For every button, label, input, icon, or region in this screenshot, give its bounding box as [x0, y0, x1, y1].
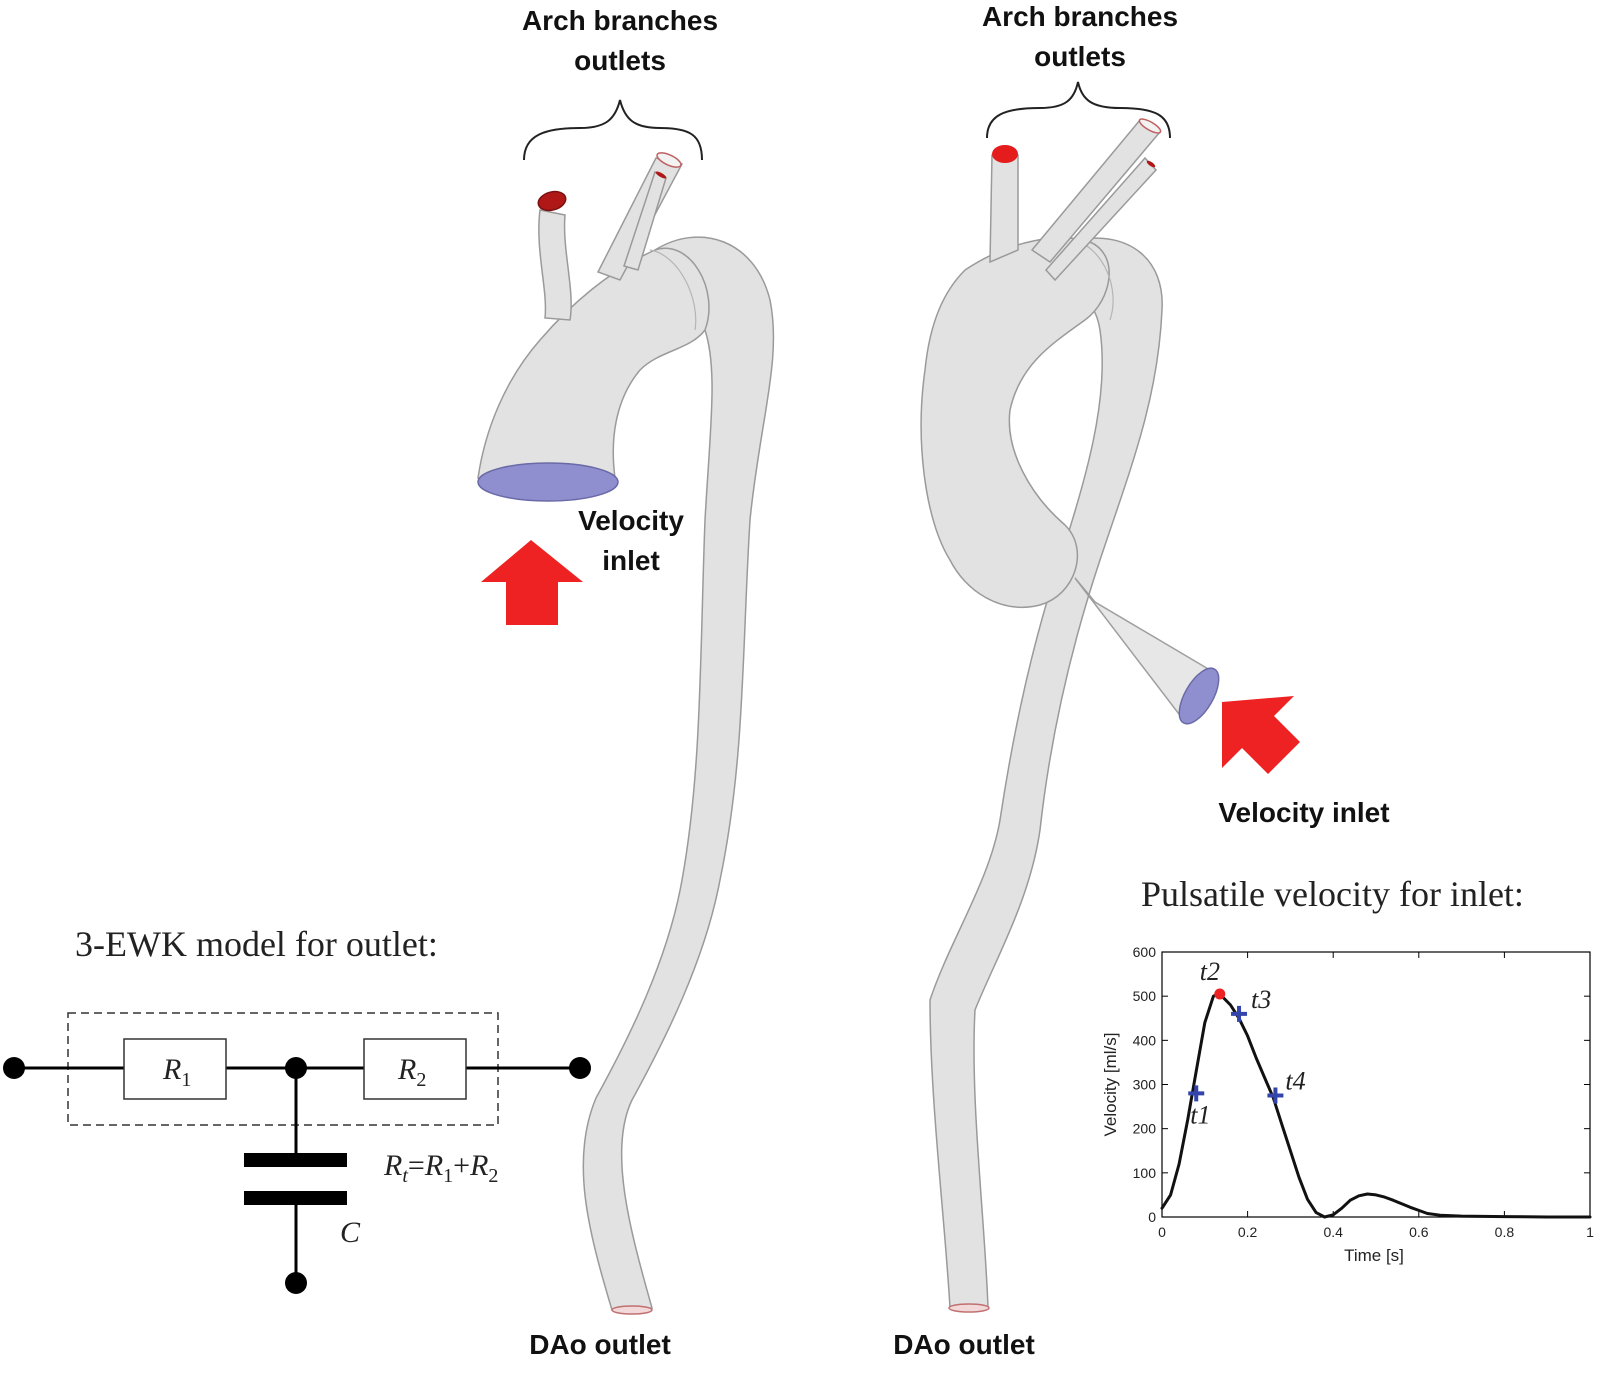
left-outlet-red-2 [656, 152, 682, 168]
left-ascending-aorta [477, 247, 710, 490]
terminal-right [569, 1057, 591, 1079]
terminal-left [3, 1057, 25, 1079]
left-outlet-red-1 [537, 190, 567, 212]
resistor-r1-label: R1 [162, 1053, 191, 1091]
chart-heading: Pulsatile velocity for inlet: [1141, 874, 1524, 914]
right-inlet-blue [1178, 667, 1220, 725]
right-outlet-red-1 [992, 145, 1018, 163]
marker-t4-cross [1267, 1087, 1284, 1104]
right-aorta-model [920, 118, 1220, 1313]
left-inlet-blue [477, 462, 619, 502]
capacitor-label: C [340, 1216, 361, 1249]
x-tick-label: 0.6 [1409, 1224, 1429, 1240]
left-dao-outlet [611, 1305, 653, 1315]
marker-t3-cross [1231, 1005, 1248, 1022]
y-tick-label: 400 [1133, 1032, 1157, 1048]
left-inlet-arrow [481, 540, 583, 625]
velocity-curve [1160, 992, 1592, 1219]
capacitor-plate-top [244, 1153, 347, 1167]
right-branch-1 [989, 154, 1019, 264]
left-aorta-model [477, 152, 775, 1315]
marker-t3-label: t3 [1251, 985, 1271, 1014]
y-tick-label: 0 [1148, 1209, 1156, 1225]
resistance-equation: Rt=R1+R2 [383, 1149, 498, 1187]
right-dao-outlet [948, 1303, 990, 1313]
y-tick-label: 100 [1133, 1165, 1157, 1181]
right-dao-label: DAo outlet [893, 1329, 1035, 1360]
windkessel-circuit: 3-EWK model for outlet: R1 R2 C Rt=R1+R2 [3, 924, 591, 1294]
left-descending-aorta [582, 236, 775, 1311]
left-arch-seam [649, 249, 697, 331]
y-axis-label: Velocity [ml/s] [1101, 1033, 1120, 1137]
left-branch-1 [538, 209, 572, 321]
resistor-r2-label: R2 [397, 1053, 426, 1091]
resistor-r1 [123, 1038, 227, 1100]
marker-t1-label: t1 [1190, 1100, 1210, 1129]
left-inlet-label-line2: inlet [602, 545, 660, 576]
left-outlets-label-line1: Arch branches [522, 5, 718, 36]
marker-t4-label: t4 [1285, 1067, 1305, 1096]
x-tick-label: 0.2 [1238, 1224, 1258, 1240]
left-outlets-label-line2: outlets [574, 45, 666, 76]
right-outlets-bracket [986, 81, 1171, 139]
marker-t1-cross [1188, 1085, 1205, 1102]
circuit-title: 3-EWK model for outlet: [75, 924, 438, 964]
x-axis-label: Time [s] [1344, 1246, 1404, 1265]
right-outlet-red-2 [1138, 118, 1162, 134]
right-arch-body [920, 237, 1110, 608]
right-outlet-red-3 [1146, 160, 1156, 168]
terminal-bottom [285, 1272, 307, 1294]
x-tick-label: 0 [1158, 1224, 1166, 1240]
resistor-r2 [363, 1038, 467, 1100]
left-inlet-label-line1: Velocity [578, 505, 684, 536]
y-tick-label: 200 [1133, 1121, 1157, 1137]
right-inlet-arrow [1222, 696, 1300, 774]
left-outlet-red-3 [655, 171, 667, 179]
right-outlets-label-line1: Arch branches [982, 1, 1178, 32]
y-tick-label: 300 [1133, 1077, 1157, 1093]
x-tick-label: 1 [1586, 1224, 1594, 1240]
capacitor-plate-bottom [244, 1191, 347, 1205]
left-outlets-bracket [523, 99, 703, 161]
x-tick-label: 0.4 [1323, 1224, 1343, 1240]
right-outlets-label-line2: outlets [1034, 41, 1126, 72]
y-tick-label: 600 [1133, 944, 1157, 960]
marker-t2-dot [1214, 988, 1226, 1000]
marker-t2-label: t2 [1200, 957, 1220, 986]
right-inlet-label: Velocity inlet [1218, 797, 1389, 828]
plot-frame [1161, 951, 1591, 1218]
x-tick-label: 0.8 [1495, 1224, 1515, 1240]
y-tick-label: 500 [1133, 988, 1157, 1004]
left-dao-label: DAo outlet [529, 1329, 671, 1360]
